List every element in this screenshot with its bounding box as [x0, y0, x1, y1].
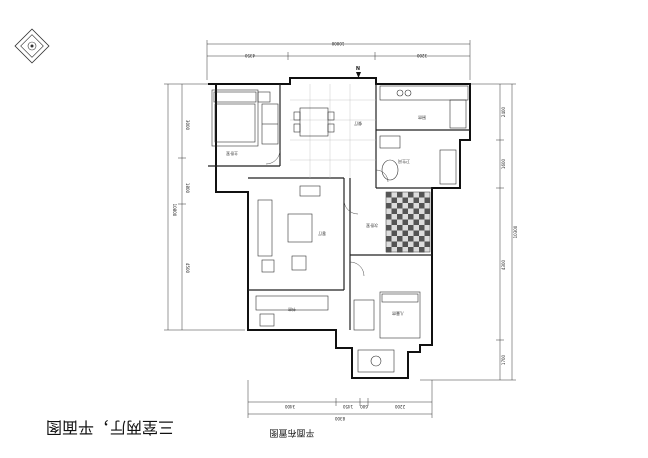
room-label-bedroom-2: 次卧室 — [366, 223, 378, 229]
study-desk — [255, 295, 329, 327]
wardrobe-master — [261, 103, 279, 145]
room-label-bathroom-1: 卫生间 — [398, 159, 410, 165]
kitchen-tile — [419, 247, 425, 253]
plan-caption: 三室两厅，平面图 — [46, 418, 174, 437]
kitchen-tile — [408, 203, 414, 209]
kitchen-tile — [386, 236, 392, 242]
kitchen-tile — [402, 219, 408, 225]
dim-left-b: 1800 — [185, 183, 190, 194]
kitchen-tile — [397, 247, 403, 253]
kitchen-tile — [413, 208, 419, 214]
kitchen-tile — [391, 241, 397, 247]
kitchen-tile — [397, 192, 403, 198]
kitchen-tile — [413, 230, 419, 236]
room-label-bedroom-1: 主卧室 — [226, 151, 238, 157]
dim-right-c: 4300 — [501, 259, 506, 270]
room-label-dining: 餐厅 — [354, 121, 362, 127]
room-label-study: 书房 — [288, 307, 296, 313]
dim-top-right: 3200 — [416, 53, 427, 58]
kitchen-tile — [386, 214, 392, 220]
bottom-dimensions — [247, 380, 433, 418]
bed-master — [211, 89, 271, 147]
room-label-kitchen: 厨房 — [418, 115, 426, 121]
kitchen-tile — [413, 219, 419, 225]
kitchen-tile — [424, 241, 430, 247]
kitchen-tile — [408, 192, 414, 198]
kitchen-tile — [397, 214, 403, 220]
kitchen-counter — [379, 85, 469, 129]
kitchen-tile — [424, 219, 430, 225]
exterior-walls — [208, 77, 471, 379]
left-dimensions — [164, 83, 245, 331]
bed-second — [353, 291, 421, 339]
small-room-fixtures — [357, 349, 395, 373]
kitchen-tile — [419, 203, 425, 209]
kitchen-tile — [408, 214, 414, 220]
kitchen-tile — [402, 208, 408, 214]
kitchen-tile — [402, 197, 408, 203]
kitchen-tile — [408, 247, 414, 253]
kitchen-tile — [408, 236, 414, 242]
north-arrow-icon — [356, 72, 361, 78]
dim-bottom-mid-a: 1450 — [342, 404, 353, 409]
kitchen-tile — [391, 219, 397, 225]
kitchen-tile — [413, 197, 419, 203]
dim-right-overall: 10300 — [513, 225, 518, 238]
kitchen-tile — [386, 203, 392, 209]
kitchen-tile — [402, 230, 408, 236]
dim-right-b: 1600 — [501, 158, 506, 169]
dim-left-overall: 10800 — [172, 204, 177, 217]
dim-top-left: 4350 — [244, 53, 255, 58]
kitchen-tile — [424, 208, 430, 214]
hall-floor-grid — [290, 84, 376, 178]
dim-left-a: 3000 — [185, 120, 190, 131]
logo-mark — [14, 28, 50, 64]
dim-left-c: 4500 — [185, 263, 190, 274]
dim-top-overall: 10000 — [331, 41, 344, 46]
kitchen-tile — [397, 225, 403, 231]
kitchen-tile — [391, 230, 397, 236]
kitchen-tile — [419, 214, 425, 220]
door-swings — [265, 149, 389, 277]
dining-table — [293, 107, 335, 137]
kitchen-tile — [413, 241, 419, 247]
living-sofa — [257, 185, 321, 273]
dim-bottom-right: 2200 — [394, 404, 405, 409]
kitchen-tile — [424, 230, 430, 236]
dim-bottom-overall: 8300 — [334, 416, 345, 421]
room-label-living: 客厅 — [318, 231, 326, 237]
kitchen-tile — [391, 208, 397, 214]
dim-bottom-mid-b: 600 — [360, 404, 368, 409]
kitchen-tile — [386, 225, 392, 231]
kitchen-tile — [419, 192, 425, 198]
dim-bottom-left: 3400 — [284, 404, 295, 409]
kitchen-tile — [424, 197, 430, 203]
kitchen-tile — [397, 203, 403, 209]
kitchen-floor-tiles — [385, 191, 431, 253]
bathroom-fixtures — [379, 135, 457, 185]
kitchen-tile — [397, 236, 403, 242]
kitchen-tile — [386, 247, 392, 253]
kitchen-tile — [402, 241, 408, 247]
kitchen-tile — [419, 225, 425, 231]
room-label-bedroom-3: 儿童房 — [392, 311, 404, 317]
right-dimensions — [420, 83, 516, 381]
interior-walls — [208, 84, 470, 330]
kitchen-tile — [419, 236, 425, 242]
kitchen-tile — [386, 192, 392, 198]
kitchen-tile — [391, 197, 397, 203]
dim-right-d: 1700 — [501, 354, 506, 365]
north-label: N — [356, 66, 360, 72]
plan-subcaption: 平面布置图 — [269, 427, 314, 439]
kitchen-tile — [408, 225, 414, 231]
top-dimensions — [206, 40, 471, 80]
dim-right-a: 2400 — [501, 106, 506, 117]
